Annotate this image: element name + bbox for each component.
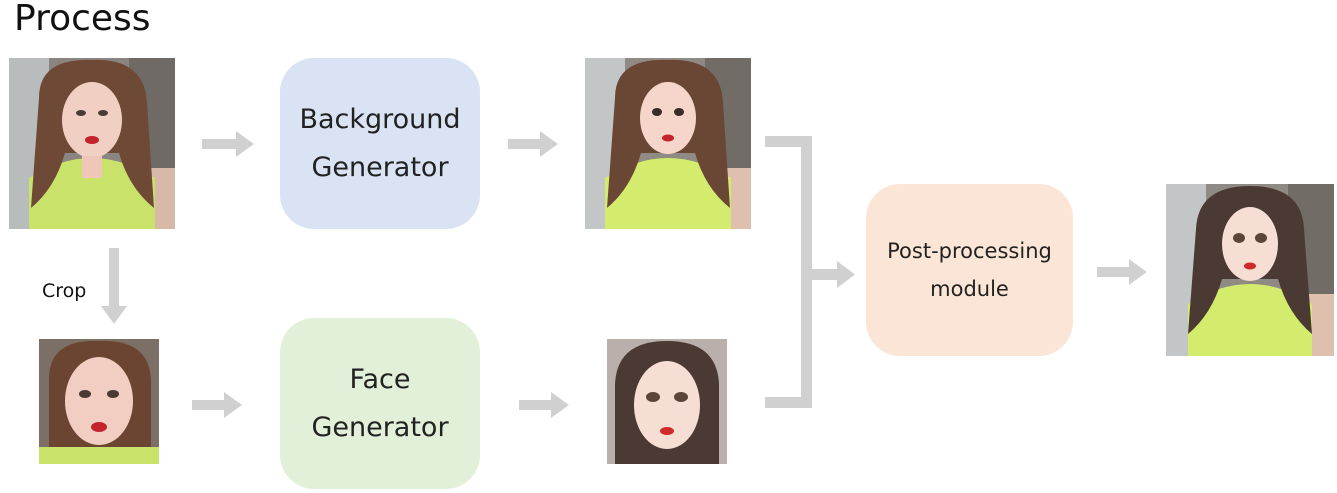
background-generator-box: Background Generator — [280, 58, 480, 229]
generated-background-image — [585, 58, 751, 229]
cropped-face-image — [39, 339, 159, 464]
merge-bracket-arrow — [765, 135, 855, 411]
arrow-background-generator-to-output — [508, 131, 558, 157]
generated-face-image — [607, 339, 727, 464]
page-title: Process — [14, 0, 151, 39]
arrow-post-processing-to-final — [1097, 259, 1147, 285]
face-generator-box: Face Generator — [280, 318, 480, 489]
arrow-crop-down — [101, 248, 127, 324]
face-generator-label: Face Generator — [311, 363, 449, 443]
arrow-crop-to-face-generator — [192, 392, 242, 418]
post-processing-box: Post-processing module — [866, 184, 1073, 356]
input-photo-image — [9, 58, 175, 229]
background-generator-label: Background Generator — [299, 103, 461, 183]
crop-label: Crop — [42, 280, 87, 302]
arrow-face-generator-to-output — [519, 392, 569, 418]
post-processing-label: Post-processing module — [887, 239, 1052, 301]
arrow-input-to-background-generator — [202, 131, 254, 157]
final-output-image — [1166, 184, 1334, 356]
